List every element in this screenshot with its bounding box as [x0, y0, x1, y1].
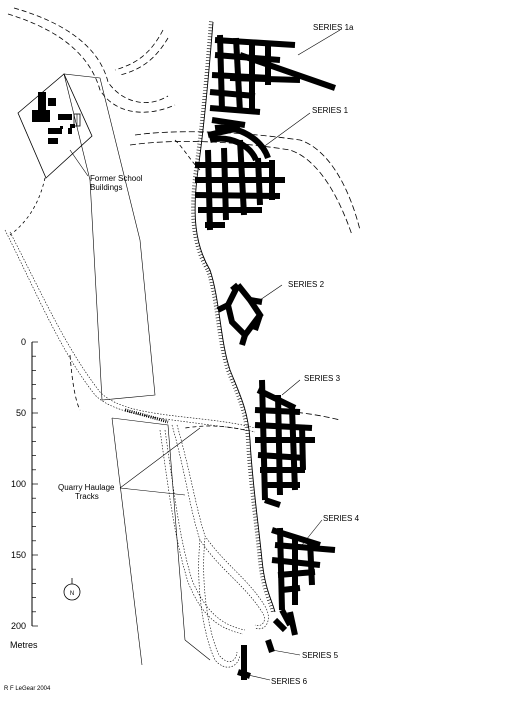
- label-school-line2: Buildings: [90, 183, 122, 192]
- label-series-5: SERIES 5: [302, 651, 339, 660]
- school-plot: [17, 73, 93, 179]
- scale-unit: Metres: [10, 640, 38, 650]
- scale-tick-100: 100: [11, 479, 26, 489]
- label-haulage-line1: Quarry Haulage: [58, 483, 115, 492]
- north-arrow: N: [63, 578, 81, 601]
- label-series-4: SERIES 4: [323, 514, 360, 523]
- series-4-workings: [271, 527, 336, 636]
- roads: [7, 7, 361, 431]
- scale-tick-200: 200: [11, 621, 26, 631]
- label-haulage-line2: Tracks: [75, 492, 99, 501]
- haulage-tracks: [4, 229, 269, 668]
- quarry-face-hatching: [191, 21, 275, 613]
- series-6-workings: [237, 645, 251, 680]
- scale-tick-150: 150: [11, 550, 26, 560]
- series-1a-workings: [207, 34, 336, 138]
- field-boundaries: [63, 73, 211, 666]
- label-series-1a: SERIES 1a: [313, 23, 354, 32]
- series-5-workings: [265, 639, 275, 653]
- label-series-1: SERIES 1: [312, 106, 349, 115]
- label-series-2: SERIES 2: [288, 280, 325, 289]
- label-school-line1: Former School: [90, 174, 143, 183]
- series-1-workings: [194, 124, 285, 231]
- scale-tick-0: 0: [21, 337, 26, 347]
- leader-lines: [69, 29, 341, 681]
- credit-text: R F LeGear 2004: [4, 686, 51, 692]
- scale-tick-50: 50: [16, 408, 26, 418]
- label-series-3: SERIES 3: [304, 374, 341, 383]
- series-2-workings: [216, 282, 264, 346]
- scale-labels: 0 50 100 150 200 Metres: [10, 337, 38, 650]
- map-labels: SERIES 1a SERIES 1 SERIES 2 SERIES 3 SER…: [4, 23, 360, 692]
- north-arrow-label: N: [70, 591, 74, 597]
- scale-bar: [31, 341, 38, 627]
- series-3-workings: [254, 379, 315, 508]
- label-series-6: SERIES 6: [271, 677, 308, 686]
